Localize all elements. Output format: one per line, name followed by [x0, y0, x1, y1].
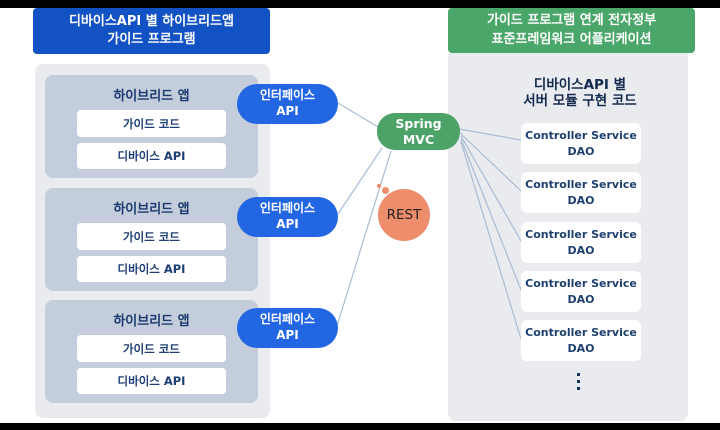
- controller-module-card: Controller Service DAO: [521, 271, 641, 312]
- right-section-header: 가이드 프로그램 연계 전자정부 표준프레임워크 어플리케이션: [448, 8, 695, 53]
- server-module-title-line1: 디바이스API 별: [533, 77, 627, 93]
- spring-node-line2: MVC: [402, 131, 435, 147]
- interface-pill-line2: API: [276, 104, 299, 118]
- spring-mvc-node: Spring MVC: [377, 113, 460, 150]
- hybrid-app-card: 하이브리드 앱 가이드 코드 디바이스 API: [45, 300, 258, 403]
- guide-code-box: 가이드 코드: [77, 335, 226, 362]
- interface-pill-line2: API: [276, 217, 299, 231]
- hybrid-app-title: 하이브리드 앱: [113, 89, 190, 104]
- vertical-ellipsis-icon: [577, 373, 580, 390]
- hybrid-app-card: 하이브리드 앱 가이드 코드 디바이스 API: [45, 188, 258, 291]
- spring-node-line1: Spring: [395, 115, 442, 131]
- rest-tail-dot-small: [377, 184, 381, 188]
- left-section-header: 디바이스API 별 하이브리드앱 가이드 프로그램: [33, 8, 270, 54]
- module-line1: Controller Service: [525, 178, 637, 192]
- server-module-title-line2: 서버 모듈 구현 코드: [523, 93, 637, 110]
- interface-api-pill: 인터페이스 API: [237, 308, 338, 348]
- hybrid-app-card: 하이브리드 앱 가이드 코드 디바이스 API: [45, 75, 258, 178]
- hybrid-app-title: 하이브리드 앱: [113, 202, 190, 217]
- module-line2: DAO: [567, 243, 595, 257]
- left-header-line2: 가이드 프로그램: [107, 32, 196, 47]
- bottom-letterbox-bar: [0, 423, 720, 430]
- module-line1: Controller Service: [525, 277, 637, 291]
- interface-pill-line1: 인터페이스: [259, 88, 316, 103]
- rest-node: REST: [378, 189, 430, 241]
- module-line1: Controller Service: [525, 326, 637, 340]
- controller-module-card: Controller Service DAO: [521, 123, 641, 164]
- right-header-line2: 표준프레임워크 어플리케이션: [491, 31, 652, 47]
- device-api-box: 디바이스 API: [77, 368, 226, 394]
- interface-pill-line1: 인터페이스: [259, 201, 316, 216]
- interface-api-pill: 인터페이스 API: [237, 84, 338, 124]
- hybrid-app-title: 하이브리드 앱: [113, 314, 190, 329]
- right-header-line1: 가이드 프로그램 연계 전자정부: [486, 13, 657, 29]
- interface-pill-line2: API: [276, 328, 299, 342]
- module-line2: DAO: [567, 193, 595, 207]
- left-header-line1: 디바이스API 별 하이브리드앱: [68, 13, 235, 29]
- rest-node-label: REST: [386, 207, 422, 223]
- module-line2: DAO: [567, 341, 595, 355]
- guide-code-box: 가이드 코드: [77, 223, 226, 250]
- interface-api-pill: 인터페이스 API: [237, 197, 338, 237]
- module-line1: Controller Service: [525, 228, 637, 242]
- interface-pill-line1: 인터페이스: [259, 312, 316, 327]
- controller-module-card: Controller Service DAO: [521, 320, 641, 361]
- controller-module-card: Controller Service DAO: [521, 172, 641, 213]
- server-module-title: 디바이스API 별 서버 모듈 구현 코드: [460, 77, 700, 109]
- module-line2: DAO: [567, 292, 595, 306]
- controller-module-card: Controller Service DAO: [521, 222, 641, 263]
- module-line1: Controller Service: [525, 129, 637, 143]
- top-letterbox-bar: [0, 0, 720, 8]
- module-line2: DAO: [567, 144, 595, 158]
- rest-tail-dot-large: [382, 187, 389, 194]
- guide-code-box: 가이드 코드: [77, 110, 226, 137]
- device-api-box: 디바이스 API: [77, 256, 226, 282]
- device-api-box: 디바이스 API: [77, 143, 226, 169]
